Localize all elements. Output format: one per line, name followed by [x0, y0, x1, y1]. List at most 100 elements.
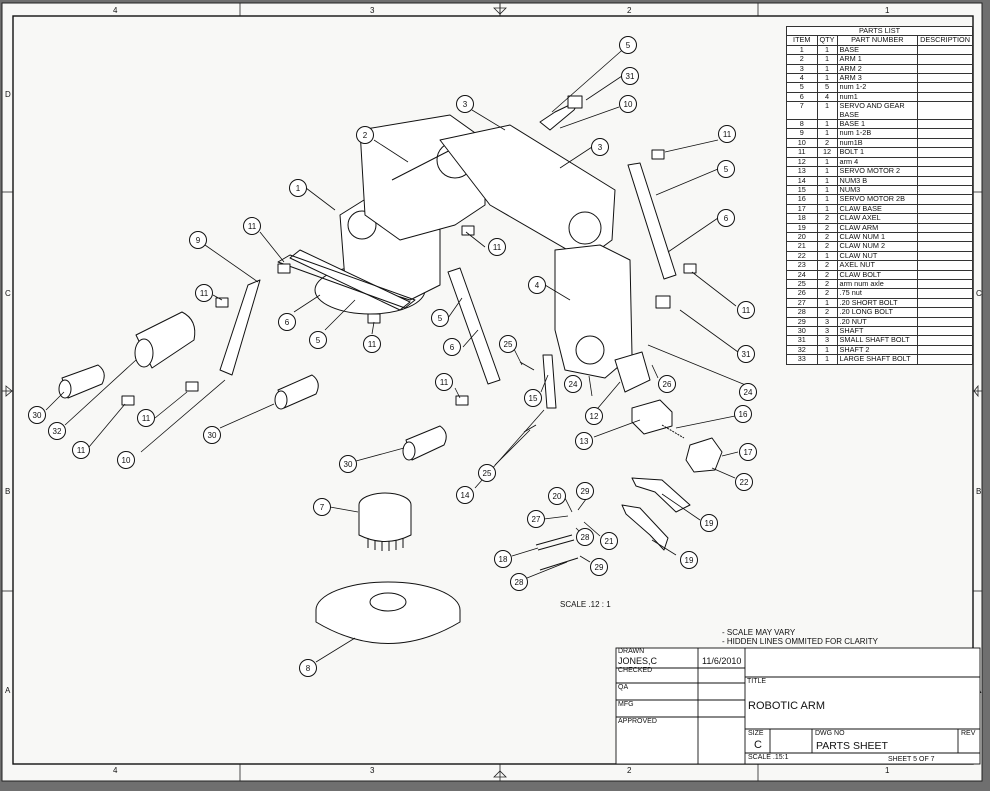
part-qty: 3 — [816, 335, 838, 346]
part-qty: 2 — [816, 307, 838, 318]
balloon-24a: 24 — [564, 375, 582, 393]
svg-text:6: 6 — [450, 343, 455, 352]
balloon-25b: 25 — [478, 464, 496, 482]
part-number: NUM3 B — [836, 175, 919, 186]
zone-col-bottom-2: 2 — [627, 766, 632, 775]
link-rod-6 — [447, 267, 501, 385]
part-qty: 2 — [816, 288, 838, 299]
balloon-6c: 6 — [717, 209, 735, 227]
zone-col-top-3: 3 — [370, 6, 375, 15]
part-description — [917, 147, 973, 158]
part-description — [917, 156, 973, 168]
balloon-11d: 11 — [137, 409, 155, 427]
part-description — [917, 354, 973, 365]
zone-row-right-c: C — [976, 289, 982, 298]
tb-qa-label: QA — [618, 684, 629, 691]
balloon-11a: 11 — [243, 217, 261, 235]
zone-row-left-a: A — [5, 686, 11, 695]
shaft-30c — [405, 425, 447, 461]
balloon-30a: 30 — [28, 406, 46, 424]
part-number: CLAW NUM 2 — [836, 241, 919, 252]
svg-text:29: 29 — [581, 487, 590, 496]
balloon-11f: 11 — [435, 373, 453, 391]
svg-text:10: 10 — [624, 100, 633, 109]
bolts — [121, 95, 697, 406]
balloon-30b: 30 — [203, 426, 221, 444]
part-item: 14 — [786, 175, 818, 186]
zone-col-bottom-3: 3 — [370, 766, 375, 775]
balloon-29a: 29 — [576, 482, 594, 500]
balloon-19a: 19 — [700, 514, 718, 532]
svg-text:3: 3 — [598, 143, 603, 152]
tb-drawn-date: 11/6/2010 — [702, 656, 742, 666]
balloon-19b: 19 — [680, 551, 698, 569]
svg-text:30: 30 — [33, 411, 42, 420]
part-item: 18 — [786, 213, 818, 224]
base-disc-8-rim — [315, 610, 461, 644]
svg-text:5: 5 — [316, 336, 321, 345]
svg-text:7: 7 — [320, 503, 325, 512]
part-description — [917, 231, 973, 243]
svg-text:22: 22 — [740, 478, 749, 487]
part-description — [917, 128, 973, 139]
part-number: LARGE SHAFT BOLT — [836, 354, 919, 365]
balloon-26: 26 — [658, 375, 676, 393]
tb-title-label: TITLE — [747, 678, 767, 685]
part-number: num 1-2B — [836, 128, 919, 139]
part-qty: 2 — [816, 260, 838, 271]
balloon-16: 16 — [734, 405, 752, 423]
part-number: AXEL NUT — [836, 260, 919, 271]
balloon-11c: 11 — [72, 441, 90, 459]
balloon-6a: 6 — [278, 313, 296, 331]
shaft-30b — [277, 374, 319, 409]
tb-scale: SCALE .15:1 — [748, 754, 789, 761]
header-description: DESCRIPTION — [917, 35, 973, 46]
balloon-11g: 11 — [488, 238, 506, 256]
part-description — [917, 250, 973, 262]
part-item: 5 — [786, 82, 818, 93]
part-number: num 1-2 — [836, 82, 919, 93]
part-description — [917, 288, 973, 299]
svg-text:30: 30 — [208, 431, 217, 440]
balloon-12: 12 — [585, 407, 603, 425]
part-item: 26 — [786, 288, 818, 299]
svg-text:6: 6 — [285, 318, 290, 327]
balloon-5a: 5 — [619, 36, 637, 54]
part-qty: 1 — [816, 54, 838, 65]
balloon-2: 2 — [356, 126, 374, 144]
balloon-20: 20 — [548, 487, 566, 505]
part-number: SERVO MOTOR 2 — [836, 166, 919, 177]
svg-text:26: 26 — [663, 380, 672, 389]
balloon-18: 18 — [494, 550, 512, 568]
parts-list-table: PARTS LIST ITEM QTY PART NUMBER DESCRIPT… — [786, 25, 973, 365]
balloon-29b: 29 — [590, 558, 608, 576]
svg-text:30: 30 — [344, 460, 353, 469]
zone-col-bottom-1: 1 — [885, 766, 890, 775]
svg-text:3: 3 — [463, 100, 468, 109]
balloon-31a: 31 — [621, 67, 639, 85]
part-description — [917, 316, 973, 328]
balloon-5b: 5 — [717, 160, 735, 178]
balloon-1: 1 — [289, 179, 307, 197]
svg-text:29: 29 — [595, 563, 604, 572]
svg-text:5: 5 — [438, 314, 443, 323]
tb-drawn-by: JONES,C — [618, 656, 658, 666]
svg-text:6: 6 — [724, 214, 729, 223]
svg-text:21: 21 — [605, 537, 614, 546]
tb-rev-label: REV — [961, 730, 976, 737]
part-number: CLAW AXEL — [836, 213, 919, 224]
svg-text:25: 25 — [504, 340, 513, 349]
part-number: BOLT 1 — [836, 147, 919, 158]
part-item: 33 — [786, 354, 818, 365]
svg-text:32: 32 — [53, 427, 62, 436]
svg-text:11: 11 — [248, 222, 257, 231]
